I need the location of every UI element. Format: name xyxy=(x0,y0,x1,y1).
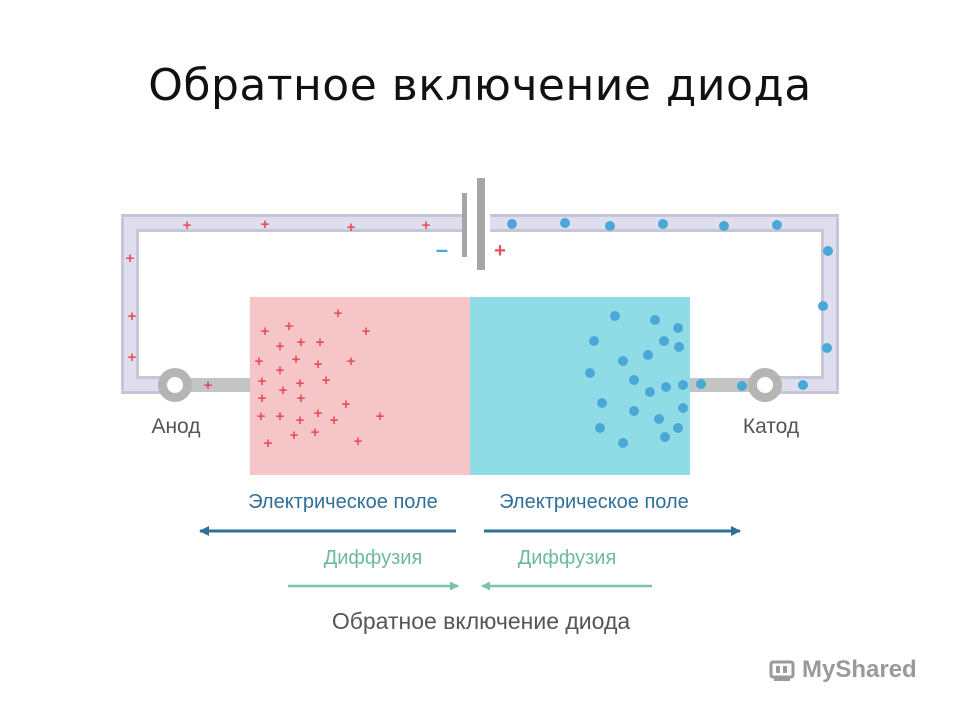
battery-plus-sign: + xyxy=(494,240,506,262)
electron-charge xyxy=(673,323,683,333)
electron-charge xyxy=(643,350,653,360)
electron-charge xyxy=(595,423,605,433)
hole-charge: + xyxy=(204,377,213,394)
hole-charge: + xyxy=(255,353,264,370)
hole-charge: + xyxy=(347,353,356,370)
watermark: MyShared xyxy=(768,656,917,684)
hole-charge: + xyxy=(354,433,363,450)
hole-charge: + xyxy=(362,323,371,340)
electron-charge xyxy=(674,342,684,352)
myshared-logo-icon xyxy=(769,660,795,681)
hole-charge: + xyxy=(126,250,135,267)
electron-charge xyxy=(597,398,607,408)
electron-charge xyxy=(610,311,620,321)
electron-charge xyxy=(658,219,668,229)
electron-charge xyxy=(661,382,671,392)
hole-charge: + xyxy=(296,375,305,392)
hole-charge: + xyxy=(330,412,339,429)
anode-label: Анод xyxy=(151,415,200,438)
hole-charge: + xyxy=(316,334,325,351)
hole-charge: + xyxy=(342,396,351,413)
hole-charge: + xyxy=(279,382,288,399)
field-left-label: Электрическое поле xyxy=(248,491,438,513)
diagram-caption: Обратное включение диода xyxy=(332,608,631,634)
electron-charge xyxy=(818,301,828,311)
electron-charge xyxy=(678,403,688,413)
hole-charge: + xyxy=(422,217,431,234)
electron-charge xyxy=(772,220,782,230)
hole-charge: + xyxy=(261,323,270,340)
hole-charge: + xyxy=(311,424,320,441)
hole-charge: + xyxy=(183,217,192,234)
electron-charge xyxy=(654,414,664,424)
holes-group: +++++++++++++++++++++++++++++++++++++ xyxy=(126,216,431,452)
electron-charge xyxy=(673,423,683,433)
anode-lead xyxy=(175,378,251,392)
hole-charge: + xyxy=(290,427,299,444)
electron-charge xyxy=(719,221,729,231)
hole-charge: + xyxy=(285,318,294,335)
electron-charge xyxy=(737,381,747,391)
cathode-terminal xyxy=(748,368,782,402)
electron-charge xyxy=(589,336,599,346)
electrons-group xyxy=(507,218,833,448)
hole-charge: + xyxy=(297,334,306,351)
battery-minus-sign: – xyxy=(436,237,448,262)
battery-plate-long xyxy=(477,178,485,270)
hole-charge: + xyxy=(128,349,137,366)
electron-charge xyxy=(618,438,628,448)
hole-charge: + xyxy=(376,408,385,425)
electron-charge xyxy=(696,379,706,389)
electron-charge xyxy=(659,336,669,346)
watermark-text: MyShared xyxy=(802,656,917,683)
electron-charge xyxy=(629,406,639,416)
hole-charge: + xyxy=(322,372,331,389)
electron-charge xyxy=(585,368,595,378)
n-region xyxy=(470,297,690,475)
cathode-lead xyxy=(690,378,766,392)
electron-charge xyxy=(560,218,570,228)
field-right-label: Электрическое поле xyxy=(499,491,689,513)
battery-plate-short xyxy=(462,193,467,257)
p-region xyxy=(250,297,470,475)
page-title: Обратное включение диода xyxy=(148,60,812,111)
electron-charge xyxy=(507,219,517,229)
electron-charge xyxy=(798,380,808,390)
hole-charge: + xyxy=(347,219,356,236)
hole-charge: + xyxy=(292,351,301,368)
electron-charge xyxy=(822,343,832,353)
electron-charge xyxy=(629,375,639,385)
hole-charge: + xyxy=(296,412,305,429)
anode-terminal xyxy=(158,368,192,402)
hole-charge: + xyxy=(314,356,323,373)
diffusion-right-label: Диффузия xyxy=(518,547,617,569)
hole-charge: + xyxy=(261,216,270,233)
electron-charge xyxy=(823,246,833,256)
hole-charge: + xyxy=(276,362,285,379)
electron-charge xyxy=(650,315,660,325)
battery: – + xyxy=(436,178,506,270)
hole-charge: + xyxy=(314,405,323,422)
electron-charge xyxy=(660,432,670,442)
hole-charge: + xyxy=(257,408,266,425)
hole-charge: + xyxy=(258,373,267,390)
electron-charge xyxy=(605,221,615,231)
hole-charge: + xyxy=(297,390,306,407)
electron-charge xyxy=(645,387,655,397)
hole-charge: + xyxy=(128,308,137,325)
electron-charge xyxy=(618,356,628,366)
cathode-label: Катод xyxy=(743,415,799,438)
electron-charge xyxy=(678,380,688,390)
hole-charge: + xyxy=(258,390,267,407)
hole-charge: + xyxy=(276,408,285,425)
hole-charge: + xyxy=(276,338,285,355)
diffusion-left-label: Диффузия xyxy=(324,547,423,569)
hole-charge: + xyxy=(264,435,273,452)
hole-charge: + xyxy=(334,305,343,322)
